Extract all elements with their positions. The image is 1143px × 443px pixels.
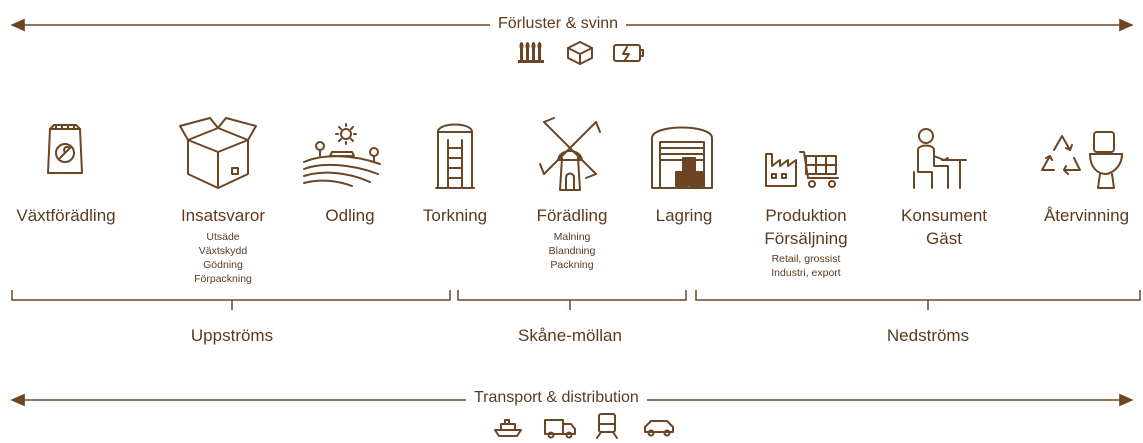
bracket-nedstroms	[695, 290, 1141, 310]
stage-konsument: Konsument Gäst	[884, 206, 1004, 249]
stage-lagring: Lagring	[634, 206, 734, 226]
train-icon	[596, 413, 618, 439]
bottom-icons	[494, 413, 674, 439]
stage-name: Produktion	[765, 206, 847, 225]
stage-detail: Industri, export	[771, 267, 841, 279]
group-nedstroms: Nedströms	[886, 326, 970, 345]
factory-cart-icon	[765, 151, 839, 188]
consumer-icon	[913, 128, 967, 189]
field-icon	[303, 123, 381, 187]
battery-icon	[613, 44, 644, 62]
stage-produktion: Produktion Försäljning Retail, grossist …	[746, 206, 866, 280]
stage-detail: Malning	[553, 231, 591, 243]
group-uppstroms: Uppströms	[190, 326, 274, 345]
warehouse-icon	[651, 126, 713, 189]
silo-icon	[435, 123, 475, 189]
truck-icon	[544, 419, 576, 439]
stage-name: Torkning	[422, 206, 488, 225]
stage-name: Insatsvaror	[180, 206, 266, 225]
stage-detail: Förpackning	[194, 273, 252, 285]
ship-icon	[494, 419, 522, 437]
transport-label: Transport & distribution	[466, 389, 647, 407]
stage-detail: Retail, grossist	[771, 253, 841, 265]
box-icon	[179, 117, 257, 189]
stage-foradling: Förädling Malning Blandning Packning	[522, 206, 622, 272]
stage-name: Förädling	[536, 206, 608, 225]
stage-name: Växtförädling	[16, 206, 116, 225]
stage-name-2: Försäljning	[764, 229, 848, 248]
stage-vaxtforadling: Växtförädling	[0, 206, 132, 226]
losses-label: Förluster & svinn	[490, 15, 627, 33]
stage-atervinning: Återvinning	[1030, 206, 1143, 226]
stage-odling: Odling	[300, 206, 400, 226]
stage-detail: Utsäde	[206, 231, 240, 243]
car-icon	[644, 420, 674, 437]
stage-torkning: Torkning	[405, 206, 505, 226]
top-icons	[518, 41, 644, 65]
group-skane-mollan: Skåne-möllan	[518, 326, 622, 345]
bracket-skane-mollan	[457, 290, 687, 310]
stage-name: Odling	[325, 206, 375, 225]
seed-bag-icon	[47, 124, 83, 174]
recycle-toilet-icon	[1041, 131, 1123, 189]
stage-insatsvaror: Insatsvaror Utsäde Växtskydd Gödning För…	[158, 206, 288, 286]
stage-detail: Växtskydd	[198, 245, 248, 257]
recycle-box-icon	[567, 41, 593, 65]
stage-detail: Packning	[550, 259, 594, 271]
wheat-icon	[518, 42, 544, 63]
stage-detail: Gödning	[203, 259, 243, 271]
windmill-icon	[539, 117, 601, 191]
stage-detail: Blandning	[548, 245, 596, 257]
stage-name: Lagring	[655, 206, 713, 225]
stage-name-2: Gäst	[926, 229, 962, 248]
stage-name: Återvinning	[1043, 206, 1130, 225]
bracket-uppstroms	[11, 290, 451, 310]
stage-name: Konsument	[901, 206, 987, 225]
